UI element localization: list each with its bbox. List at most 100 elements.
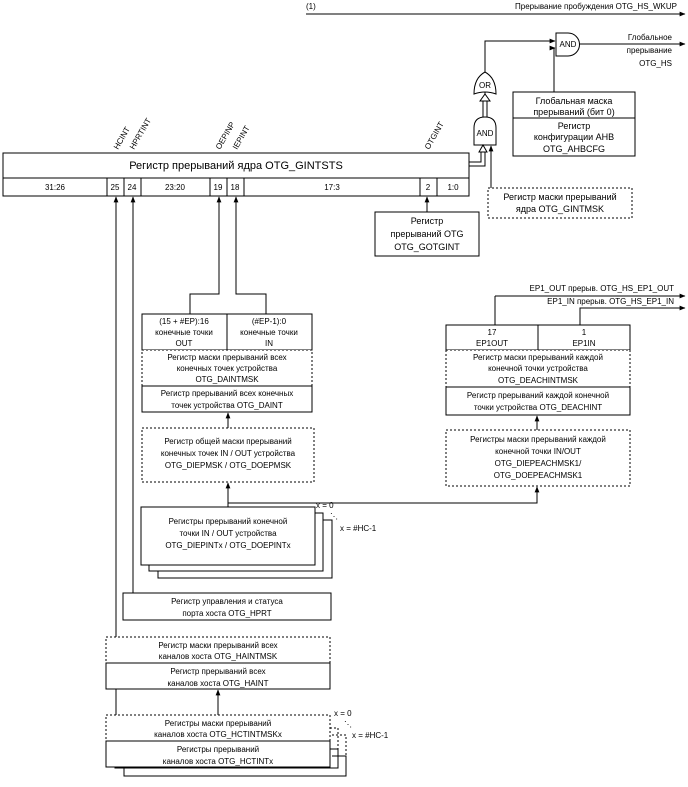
daint-register: (15 + #EP):16 конечные точки OUT (#EP-1)… (141, 313, 313, 413)
svg-text:Регистр прерываний всех: Регистр прерываний всех (170, 667, 265, 676)
global-output-line2: прерывание (627, 46, 673, 55)
svg-text:1:0: 1:0 (447, 183, 459, 192)
svg-text:Регистр маски прерываний каждо: Регистр маски прерываний каждой (473, 353, 603, 362)
svg-text:порта хоста OTG_HPRT: порта хоста OTG_HPRT (182, 609, 271, 618)
ep1-out-label: EP1_OUT прерыв. OTG_HS_EP1_OUT (530, 284, 675, 293)
and-gate-core-label: AND (477, 129, 494, 138)
svg-text:ядра OTG_GINTMSK: ядра OTG_GINTMSK (516, 204, 604, 214)
svg-text:Регистр прерываний каждой коне: Регистр прерываний каждой конечной (467, 391, 609, 400)
hprtint-label: HPRTINT (128, 117, 153, 151)
svg-text:Регистр маски прерываний всех: Регистр маски прерываний всех (167, 353, 286, 362)
depmsk-register: Регистр общей маски прерываний конечных … (141, 427, 315, 483)
deachmsk-register: Регистры маски прерываний каждой конечно… (445, 429, 631, 487)
svg-text:прерываний OTG: прерываний OTG (390, 229, 463, 239)
svg-text:17: 17 (488, 328, 497, 337)
svg-text:OTG_DIEPMSK / OTG_DOEPMSK: OTG_DIEPMSK / OTG_DOEPMSK (165, 461, 292, 470)
ep1-in-arrow (579, 305, 686, 325)
svg-text:Регистр маски прерываний: Регистр маски прерываний (503, 192, 616, 202)
svg-text:Регистр маски прерываний всех: Регистр маски прерываний всех (158, 641, 277, 650)
and-gate-global: AND (555, 32, 580, 57)
oepint-wire (189, 196, 222, 314)
svg-text:OTG_DIEPEACHMSK1/: OTG_DIEPEACHMSK1/ (495, 459, 582, 468)
svg-text:31:26: 31:26 (45, 183, 66, 192)
svg-text:2: 2 (426, 183, 431, 192)
svg-text:Регистры прерываний конечной: Регистры прерываний конечной (169, 517, 288, 526)
svg-text:25: 25 (111, 183, 120, 192)
svg-text:Регистр: Регистр (558, 121, 591, 131)
global-output-line1: Глобальное (628, 33, 673, 42)
svg-text:OTG_DOEPEACHMSK1: OTG_DOEPEACHMSK1 (494, 471, 583, 480)
svg-text:18: 18 (231, 183, 240, 192)
svg-text:конечной точки IN/OUT: конечной точки IN/OUT (495, 447, 581, 456)
diepint-x0: x = 0 (316, 501, 334, 510)
svg-text:точек устройства OTG_DAINT: точек устройства OTG_DAINT (171, 401, 283, 410)
svg-text:OTG_GOTGINT: OTG_GOTGINT (394, 242, 460, 252)
svg-text:Регистры маски прерываний кажд: Регистры маски прерываний каждой (470, 435, 606, 444)
svg-text:Регистры прерываний: Регистры прерываний (177, 745, 259, 754)
gintsts-title: Регистр прерываний ядра OTG_GINTSTS (129, 160, 343, 172)
or-gate: OR (473, 71, 497, 95)
svg-text:конечных точек устройства: конечных точек устройства (177, 364, 278, 373)
svg-text:Регистр общей маски прерываний: Регистр общей маски прерываний (164, 437, 291, 446)
gintmsk-register: Регистр маски прерываний ядра OTG_GINTMS… (487, 187, 633, 219)
wakeup-footnote: (1) (306, 2, 316, 11)
hprt-register: Регистр управления и статуса порта хоста… (122, 592, 332, 621)
svg-text:(#EP-1):0: (#EP-1):0 (252, 317, 287, 326)
haint-register: Регистр маски прерываний всех каналов хо… (105, 636, 331, 690)
hcint-register-stack: Регистры маски прерываний каналов хоста … (105, 709, 389, 777)
ahb-to-and-wire (553, 47, 555, 92)
gintsts-register: Регистр прерываний ядра OTG_GINTSTS 31:2… (2, 152, 470, 197)
svg-text:OTG_AHBCFG: OTG_AHBCFG (543, 144, 605, 154)
or-gate-label: OR (479, 81, 491, 90)
hcint-dots: ⋱ (344, 720, 352, 729)
svg-text:Регистр: Регистр (411, 216, 444, 226)
svg-text:конечных точек IN / OUT устрой: конечных точек IN / OUT устройства (161, 449, 296, 458)
svg-text:каналов хоста OTG_HCTINTMSKx: каналов хоста OTG_HCTINTMSKx (154, 730, 282, 739)
deachint-register: 17 EP1OUT 1 EP1IN Регистр маски прерыван… (445, 324, 631, 416)
svg-text:конечные точки: конечные точки (240, 328, 298, 337)
svg-text:каналов хоста OTG_HCTINTx: каналов хоста OTG_HCTINTx (163, 757, 273, 766)
svg-text:точки IN / OUT устройства: точки IN / OUT устройства (179, 529, 277, 538)
hcint-xn: x = #HC-1 (352, 731, 389, 740)
ep1-in-label: EP1_IN прерыв. OTG_HS_EP1_IN (547, 297, 674, 306)
global-output-line3: OTG_HS (639, 59, 672, 68)
svg-text:1: 1 (582, 328, 587, 337)
svg-text:конечные точки: конечные точки (155, 328, 213, 337)
ahbcfg-register: Глобальная маска прерываний (бит 0) Реги… (512, 91, 636, 157)
and-gate-global-label: AND (560, 40, 577, 49)
gintsts-bit-labels: HCINT HPRTINT OEPINP IEPINT OTGINT (112, 117, 446, 151)
svg-text:OUT: OUT (176, 339, 193, 348)
svg-text:конфигурации AHB: конфигурации AHB (534, 132, 614, 142)
svg-text:EP1IN: EP1IN (572, 339, 595, 348)
diepint-dots: ⋱ (330, 512, 338, 521)
svg-text:Регистр прерываний всех конечн: Регистр прерываний всех конечных (161, 389, 293, 398)
wakeup-signal: (1) Прерывание пробуждения OTG_HS_WKUP (306, 2, 686, 17)
svg-text:OTG_DAINTMSK: OTG_DAINTMSK (195, 375, 259, 384)
svg-text:Глобальная маска: Глобальная маска (536, 96, 613, 106)
svg-text:каналов хоста OTG_HAINTMSK: каналов хоста OTG_HAINTMSK (159, 652, 278, 661)
svg-text:точки устройства OTG_DEACHINT: точки устройства OTG_DEACHINT (474, 403, 602, 412)
svg-text:OTG_DEACHINTMSK: OTG_DEACHINTMSK (498, 376, 579, 385)
diepint-xn: x = #HC-1 (340, 524, 377, 533)
svg-text:каналов хоста OTG_HAINT: каналов хоста OTG_HAINT (167, 679, 268, 688)
svg-text:конечной точки устройства: конечной точки устройства (488, 364, 588, 373)
svg-text:IN: IN (265, 339, 273, 348)
svg-text:OTG_DIEPINTx / OTG_DOEPINTx: OTG_DIEPINTx / OTG_DOEPINTx (165, 541, 290, 550)
svg-text:17:3: 17:3 (324, 183, 340, 192)
svg-text:19: 19 (214, 183, 223, 192)
iepint-wire (233, 196, 267, 314)
diepint-to-deachmsk-wire (228, 486, 540, 504)
gotgint-register: Регистр прерываний OTG OTG_GOTGINT (374, 211, 480, 257)
svg-text:прерываний (бит 0): прерываний (бит 0) (533, 107, 614, 117)
otgint-label: OTGINT (423, 120, 446, 151)
and-gate-core: AND (473, 116, 497, 146)
svg-text:24: 24 (128, 183, 137, 192)
svg-text:EP1OUT: EP1OUT (476, 339, 508, 348)
svg-text:23:20: 23:20 (165, 183, 186, 192)
svg-text:Регистр управления и статуса: Регистр управления и статуса (171, 597, 283, 606)
diepint-register-stack: Регистры прерываний конечной точки IN / … (140, 501, 377, 579)
svg-text:(15 + #EP):16: (15 + #EP):16 (159, 317, 209, 326)
svg-text:Регистры маски прерываний: Регистры маски прерываний (165, 719, 271, 728)
hcint-x0: x = 0 (334, 709, 352, 718)
